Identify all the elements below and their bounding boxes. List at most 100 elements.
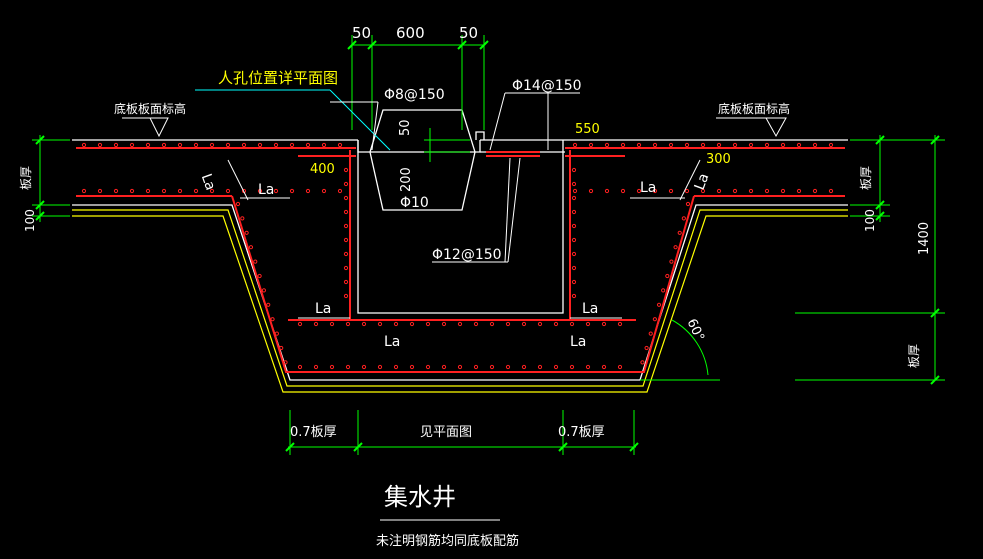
rebar-dot: [97, 142, 103, 148]
rebar-dot: [161, 142, 167, 148]
rebar-dot: [209, 142, 215, 148]
rebar-dot: [225, 188, 231, 194]
rebar-dot: [97, 188, 103, 194]
rebar-dot: [681, 216, 686, 221]
rebar-dot: [796, 188, 802, 194]
rebar-dot: [569, 364, 575, 370]
bar-phi14-label: Φ14@150: [512, 78, 582, 94]
rebar-dot: [297, 364, 303, 370]
rebar-dot: [569, 321, 575, 327]
rebar-dot: [257, 142, 263, 148]
rebar-dot: [601, 364, 607, 370]
rebar-dot: [177, 188, 183, 194]
rebar-dot: [828, 142, 834, 148]
rebar-dots: [81, 142, 834, 370]
rebar-dot: [473, 364, 479, 370]
rebar-dot: [225, 142, 231, 148]
rebar-dot: [640, 360, 645, 365]
rebar-dot: [273, 142, 279, 148]
rebar-dot: [241, 142, 247, 148]
rebar-dot: [240, 216, 245, 221]
rebar-dot: [652, 188, 658, 194]
dim-100-right: 100: [863, 209, 877, 232]
dim-1400: 1400: [917, 222, 932, 255]
rebar-dot: [343, 237, 349, 243]
rebar-dot: [129, 142, 135, 148]
rebar-dot: [337, 188, 343, 194]
rebar-dot: [571, 181, 577, 187]
elev-left-label: 底板板面标高: [114, 101, 186, 116]
rebar-dot: [177, 142, 183, 148]
rebar-dot: [425, 321, 431, 327]
rebar-dot: [617, 321, 623, 327]
rebar-dot: [521, 364, 527, 370]
rebar-dot: [716, 188, 722, 194]
rebar-dot: [257, 188, 263, 194]
slab-thick-right: 板厚: [859, 166, 873, 190]
rebar-dot: [441, 321, 447, 327]
rebar-dot: [585, 321, 591, 327]
rebar-dot: [361, 364, 367, 370]
rebar-dot: [685, 201, 691, 207]
rebar-dot: [604, 142, 610, 148]
dim-100-left: 100: [23, 209, 37, 232]
rebar-dot: [665, 273, 670, 279]
rebar-dot: [684, 142, 690, 148]
rebar-dot: [553, 364, 559, 370]
rebar-dot: [345, 321, 351, 327]
rebar-dot: [572, 142, 578, 148]
bar-phi12-label: Φ12@150: [432, 247, 502, 263]
rebar-dot: [700, 188, 706, 194]
rebar-dot: [700, 142, 706, 148]
rebar-dot: [377, 364, 383, 370]
rebar-dot: [425, 364, 431, 370]
rebar-dot: [321, 142, 327, 148]
manhole-note: 人孔位置详平面图: [218, 69, 338, 87]
rebar-dot: [283, 360, 288, 365]
rebar-dot: [145, 142, 151, 148]
rebar-dot: [361, 321, 367, 327]
rebar-dot: [289, 142, 295, 148]
rebar-dot: [393, 364, 399, 370]
rebar-dot: [489, 321, 495, 327]
rebar-dot: [343, 209, 349, 215]
drawing-title: 集水井: [384, 483, 456, 511]
rebar-dot: [588, 188, 594, 194]
rebar-dot: [343, 181, 349, 187]
rebar-dot: [604, 188, 610, 194]
rebar-dot: [716, 142, 722, 148]
cushion-layer: [72, 209, 848, 393]
rebar-dot: [620, 142, 626, 148]
rebar-dot: [571, 251, 577, 257]
rebar-dot: [644, 345, 649, 351]
rebar-dot: [505, 364, 511, 370]
rebar-dot: [266, 302, 271, 307]
rebar-dot: [313, 321, 319, 327]
rebar-dot: [329, 364, 335, 370]
rebar-dot: [377, 321, 383, 327]
la-4: La: [582, 301, 598, 317]
dimension-ticks: [35, 40, 940, 452]
rebar-dot: [305, 142, 311, 148]
rebar-dot: [521, 321, 527, 327]
dim-top-mid: 600: [396, 24, 425, 42]
rebar-dot: [129, 188, 135, 194]
rebar-dot: [81, 142, 87, 148]
rebar-dot: [652, 317, 657, 322]
la-6: La: [570, 334, 586, 350]
rebar-dot: [677, 230, 682, 235]
rebar-dot: [505, 321, 511, 327]
rebar-dot: [257, 273, 262, 279]
rebar-dot: [571, 195, 577, 201]
rebar-dot: [297, 321, 303, 327]
rebar-dot: [457, 321, 463, 327]
rebar-dot: [812, 142, 818, 148]
rebar-dot: [289, 188, 295, 194]
rebar-dot: [343, 251, 349, 257]
dim-550: 550: [575, 122, 600, 137]
dim-top-left: 50: [352, 24, 371, 42]
la-1: La: [258, 182, 274, 198]
rebar-dot: [113, 188, 119, 194]
la-diag-left: La: [198, 172, 219, 193]
